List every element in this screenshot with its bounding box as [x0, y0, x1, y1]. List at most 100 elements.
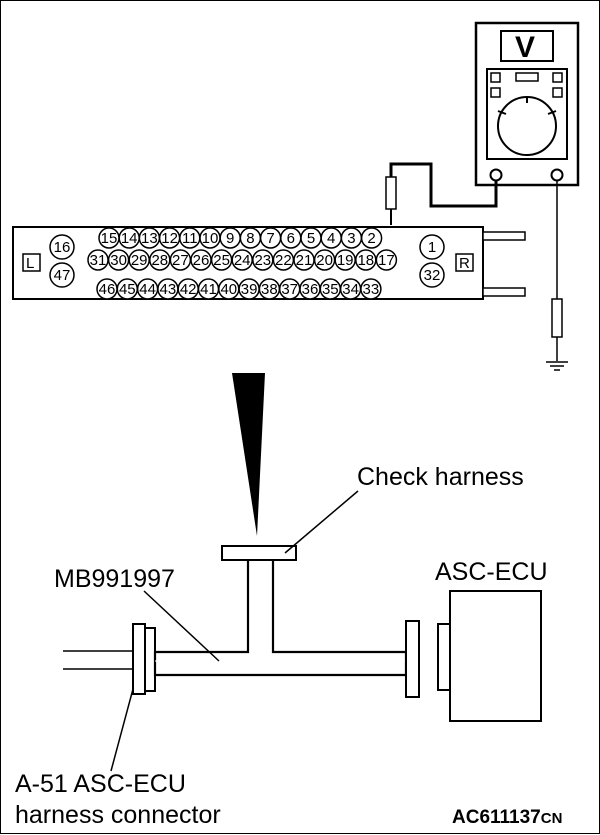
pin-label: 18 — [357, 252, 374, 269]
pin-label: 23 — [254, 252, 271, 269]
pin-21: 21 — [293, 249, 315, 271]
pin-label: 2 — [367, 230, 375, 247]
pin-label: 8 — [246, 230, 254, 247]
pin-43: 43 — [157, 278, 179, 300]
pin-label: 12 — [161, 230, 178, 247]
pin-label: 47 — [54, 267, 71, 284]
right-side-label: R — [459, 255, 470, 272]
harness-connector-right — [405, 620, 420, 698]
multimeter: V — [474, 21, 580, 187]
pin-15: 15 — [98, 227, 120, 249]
pin-label: 15 — [101, 230, 118, 247]
pin-label: 11 — [182, 230, 198, 247]
positive-probe — [385, 176, 397, 210]
asc-ecu-unit — [437, 590, 542, 722]
pin-25: 25 — [210, 249, 233, 271]
pin-37: 37 — [278, 278, 301, 300]
ecu-label: ASC-ECU — [435, 558, 548, 586]
pin-23: 23 — [252, 249, 274, 271]
pin-1: 1 — [419, 234, 445, 260]
pin-label: 39 — [241, 281, 258, 298]
pin-7: 7 — [259, 227, 282, 249]
connector-label-line1: A-51 ASC-ECU — [15, 770, 186, 798]
pin-label: 27 — [172, 252, 189, 269]
pin-18: 18 — [355, 249, 377, 271]
pin-label: 37 — [281, 281, 298, 298]
pin-44: 44 — [136, 278, 159, 300]
meter-display — [500, 30, 554, 62]
pin-label: 43 — [160, 281, 177, 298]
pin-20: 20 — [313, 249, 336, 271]
pin-6: 6 — [280, 227, 302, 249]
pin-label: 17 — [378, 252, 395, 269]
check-harness-label: Check harness — [357, 463, 524, 491]
pin-label: 13 — [141, 230, 158, 247]
pin-19: 19 — [334, 249, 356, 271]
pin-label: 19 — [337, 252, 354, 269]
pin-label: 24 — [234, 252, 251, 269]
pin-14: 14 — [118, 227, 140, 249]
pin-17: 17 — [375, 249, 398, 271]
pin-42: 42 — [177, 278, 199, 300]
pin-label: 3 — [347, 230, 355, 247]
pin-27: 27 — [169, 249, 192, 271]
pin-26: 26 — [190, 249, 212, 271]
pin-8: 8 — [239, 227, 262, 249]
pin-40: 40 — [218, 278, 240, 300]
pin-10: 10 — [199, 227, 221, 249]
pin-label: 29 — [131, 252, 148, 269]
pin-39: 39 — [238, 278, 260, 300]
pin-11: 11 — [179, 227, 201, 249]
arrow-pointer-icon — [232, 373, 265, 536]
meter-mode-label: V — [515, 31, 535, 64]
pin-label: 32 — [424, 267, 441, 284]
check-harness-assembly — [63, 545, 420, 698]
connector-label-line2: harness connector — [15, 801, 221, 829]
pin-30: 30 — [107, 249, 130, 271]
ground-probe — [551, 298, 563, 338]
pin-label: 14 — [121, 230, 138, 247]
pin-34: 34 — [339, 278, 362, 300]
pin-label: 7 — [266, 230, 274, 247]
right-side-marker — [455, 253, 474, 272]
pin-label: 44 — [139, 281, 156, 298]
pin-label: 1 — [428, 239, 436, 256]
pin-3: 3 — [340, 227, 363, 249]
pin-35: 35 — [319, 278, 342, 300]
pin-label: 45 — [119, 281, 136, 298]
pin-36: 36 — [299, 278, 321, 300]
pin-label: 40 — [220, 281, 237, 298]
leader-lines — [110, 490, 359, 772]
pin-label: 5 — [307, 230, 315, 247]
ground-icon — [546, 361, 568, 371]
pin-label: 21 — [296, 252, 313, 269]
pin-33: 33 — [360, 278, 382, 300]
figure-code: AC611137CN — [452, 807, 562, 828]
pin-label: 10 — [202, 230, 219, 247]
pin-41: 41 — [197, 278, 220, 300]
pin-45: 45 — [116, 278, 139, 300]
pin-46: 46 — [96, 278, 118, 300]
t-adapter-body — [153, 557, 408, 677]
check-harness-plate — [221, 545, 297, 561]
pin-label: 36 — [302, 281, 319, 298]
pin-31: 31 — [87, 249, 109, 271]
tool-number-label: MB991997 — [54, 565, 175, 593]
left-side-label: L — [26, 255, 34, 272]
probe-leads — [385, 162, 568, 371]
pin-32: 32 — [419, 262, 445, 288]
pin-12: 12 — [158, 227, 181, 249]
pin-label: 41 — [200, 281, 217, 298]
pin-47: 47 — [49, 262, 75, 288]
left-side-marker — [22, 253, 41, 272]
pin-label: 16 — [54, 239, 71, 256]
pin-13: 13 — [138, 227, 161, 249]
pin-38: 38 — [258, 278, 281, 300]
pin-label: 28 — [151, 252, 168, 269]
pin-16: 16 — [49, 234, 75, 260]
pin-label: 20 — [316, 252, 333, 269]
pin-label: 22 — [275, 252, 292, 269]
